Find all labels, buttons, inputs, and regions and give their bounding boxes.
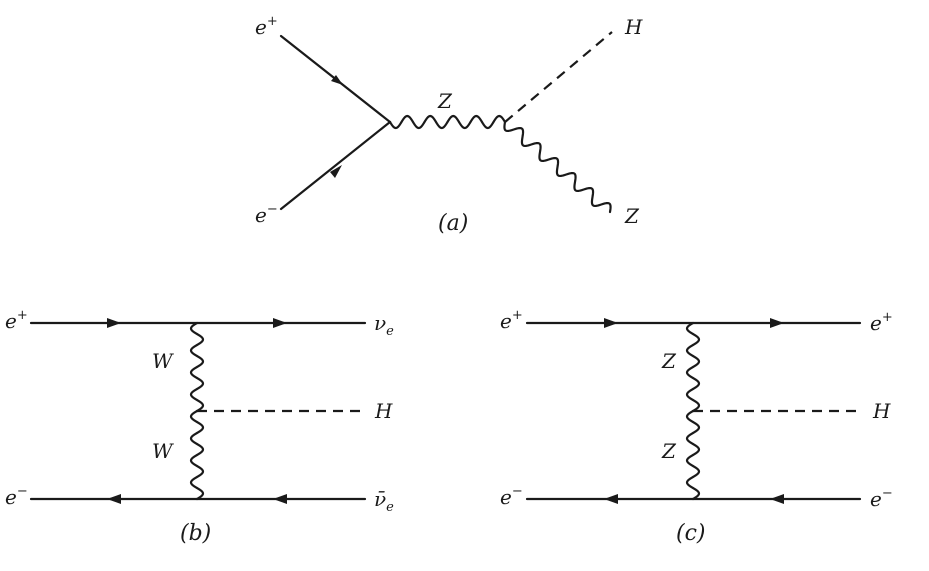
- a-label-electron: e−: [255, 202, 278, 227]
- c-bottom-arrow-left: [604, 494, 618, 504]
- c-label-upper-z: Z: [661, 349, 677, 373]
- c-lower-z-line: [685, 409, 701, 501]
- diagram-a: e+ e− Z H Z (a): [255, 14, 643, 236]
- b-label-bottom-in: e−: [5, 484, 28, 509]
- c-label-bottom-in: e−: [500, 484, 523, 509]
- diagram-c: e+ e+ e− e− Z Z H (c): [500, 308, 893, 546]
- b-label-top-out: νe: [374, 311, 394, 339]
- a-higgs-line: [504, 31, 613, 123]
- b-label-lower-w: W: [152, 439, 174, 463]
- b-bottom-arrow-left: [107, 494, 121, 504]
- b-label-higgs: H: [374, 399, 393, 423]
- c-label-lower-z: Z: [661, 439, 677, 463]
- b-lower-w-line: [189, 409, 205, 501]
- c-caption: (c): [676, 521, 706, 546]
- b-top-arrow-left: [107, 318, 121, 328]
- diagram-b: e+ νe e− ν̄e W W H (b): [5, 308, 394, 546]
- a-outgoing-z-line: [503, 120, 612, 214]
- a-label-z-propagator: Z: [437, 89, 453, 113]
- b-label-bottom-out: ν̄e: [374, 487, 394, 515]
- a-label-positron: e+: [255, 14, 278, 39]
- b-bottom-arrow-right: [273, 494, 287, 504]
- c-label-top-out: e+: [870, 310, 893, 335]
- b-top-arrow-right: [273, 318, 287, 328]
- c-label-top-in: e+: [500, 308, 523, 333]
- a-label-higgs: H: [624, 15, 643, 39]
- a-positron-arrow: [331, 75, 343, 85]
- a-electron-arrow: [330, 165, 342, 178]
- a-z-propagator: [388, 114, 507, 130]
- a-electron-line: [279, 120, 392, 211]
- b-label-upper-w: W: [152, 349, 174, 373]
- c-upper-z-line: [685, 321, 701, 413]
- c-label-higgs: H: [872, 399, 891, 423]
- c-top-arrow-left: [604, 318, 618, 328]
- b-upper-w-line: [189, 321, 205, 413]
- b-caption: (b): [180, 521, 211, 546]
- c-top-arrow-right: [770, 318, 784, 328]
- b-label-top-in: e+: [5, 308, 28, 333]
- a-label-z-out: Z: [624, 204, 640, 228]
- c-bottom-arrow-right: [770, 494, 784, 504]
- a-caption: (a): [438, 211, 468, 236]
- c-label-bottom-out: e−: [870, 486, 893, 511]
